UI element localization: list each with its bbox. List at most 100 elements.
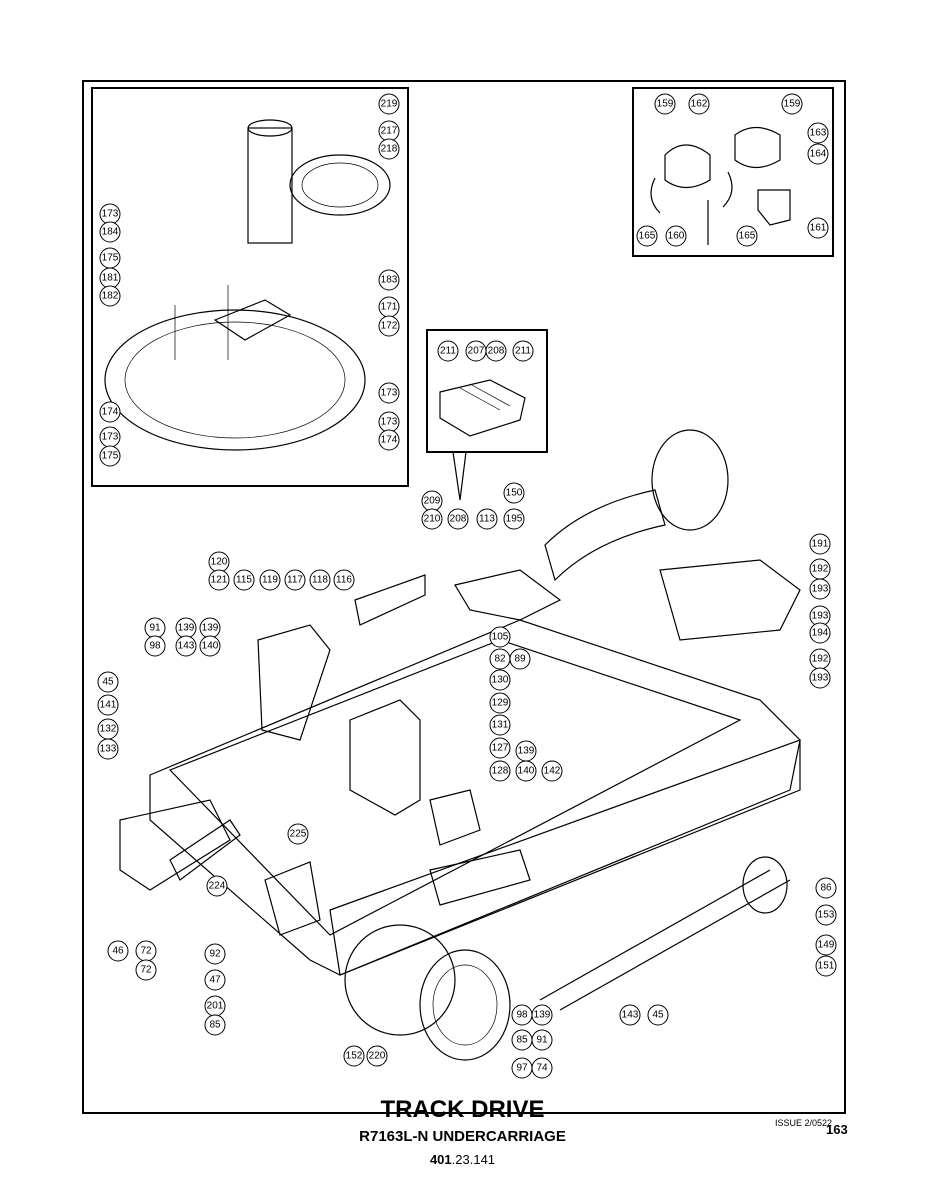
callout-label: 183	[381, 275, 398, 286]
callout-label: 140	[202, 641, 219, 652]
callout-circle	[489, 626, 511, 648]
callout-165: 165	[636, 225, 658, 247]
callout-72: 72	[135, 940, 157, 962]
callout-label: 211	[440, 346, 456, 357]
callout-label: 92	[209, 949, 221, 960]
callout-circle	[485, 340, 507, 362]
callout-label: 201	[207, 1001, 224, 1012]
callout-72: 72	[135, 959, 157, 981]
callout-173: 173	[378, 382, 400, 404]
callout-140: 140	[199, 635, 221, 657]
callout-159: 159	[654, 93, 676, 115]
callout-label: 139	[178, 623, 195, 634]
callout-152: 152	[343, 1045, 365, 1067]
callout-label: 173	[102, 209, 119, 220]
callout-label: 143	[178, 641, 195, 652]
callout-207: 207	[465, 340, 487, 362]
callout-circle	[366, 1045, 388, 1067]
callout-82: 82	[489, 648, 511, 670]
callout-45: 45	[647, 1004, 669, 1026]
callout-label: 151	[818, 961, 835, 972]
callout-115: 115	[233, 569, 255, 591]
callout-192: 192	[809, 558, 831, 580]
callout-label: 115	[236, 575, 252, 586]
callout-173: 173	[378, 411, 400, 433]
callout-210: 210	[421, 508, 443, 530]
callout-label: 98	[516, 1010, 528, 1021]
callout-circle	[509, 648, 531, 670]
callout-label: 140	[518, 766, 535, 777]
callout-label: 165	[739, 231, 756, 242]
callout-195: 195	[503, 508, 525, 530]
callout-174: 174	[99, 401, 121, 423]
callout-label: 193	[812, 673, 829, 684]
callout-label: 159	[784, 99, 801, 110]
callout-label: 130	[492, 675, 509, 686]
callout-139: 139	[515, 740, 537, 762]
callout-161: 161	[807, 217, 829, 239]
callout-175: 175	[99, 247, 121, 269]
callout-209: 209	[421, 490, 443, 512]
callout-label: 113	[479, 514, 495, 525]
callout-label: 82	[494, 654, 506, 665]
callout-164: 164	[807, 143, 829, 165]
callout-label: 150	[506, 488, 523, 499]
callout-139: 139	[531, 1004, 553, 1026]
callout-label: 85	[516, 1035, 528, 1046]
callout-label: 181	[102, 273, 119, 284]
callout-191: 191	[809, 533, 831, 555]
callout-162: 162	[688, 93, 710, 115]
callout-131: 131	[489, 714, 511, 736]
callout-circle	[208, 569, 230, 591]
callout-circle	[489, 737, 511, 759]
callout-label: 139	[534, 1010, 551, 1021]
callout-label: 173	[381, 388, 398, 399]
callout-label: 152	[346, 1051, 363, 1062]
reference-number-rest: .23.141	[451, 1152, 496, 1167]
callout-74: 74	[531, 1057, 553, 1079]
swivel-detail-inset	[91, 87, 409, 487]
callout-circle	[199, 635, 221, 657]
callout-label: 121	[211, 575, 228, 586]
callout-circle	[378, 315, 400, 337]
callout-133: 133	[97, 738, 119, 760]
callout-label: 208	[450, 514, 467, 525]
callout-circle	[343, 1045, 365, 1067]
callout-label: 211	[515, 346, 531, 357]
track-chain-art	[539, 856, 791, 1011]
callout-194: 194	[809, 622, 831, 644]
callout-circle	[647, 1004, 669, 1026]
callout-label: 161	[810, 223, 827, 234]
callout-circle	[619, 1004, 641, 1026]
callout-circle	[284, 569, 306, 591]
callout-circle	[515, 760, 537, 782]
callout-circle	[531, 1029, 553, 1051]
callout-211: 211	[437, 340, 459, 362]
callout-label: 193	[812, 584, 829, 595]
callout-circle	[489, 692, 511, 714]
callout-173: 173	[99, 203, 121, 225]
callout-225: 225	[287, 823, 309, 845]
callout-label: 131	[492, 720, 509, 731]
callout-label: 159	[657, 99, 674, 110]
callout-label: 193	[812, 611, 829, 622]
callout-label: 119	[262, 575, 278, 586]
callout-163: 163	[807, 122, 829, 144]
callout-label: 117	[287, 575, 303, 586]
callout-label: 133	[100, 744, 117, 755]
callout-143: 143	[175, 635, 197, 657]
callout-159: 159	[781, 93, 803, 115]
callout-118: 118	[309, 569, 331, 591]
callout-label: 153	[818, 910, 835, 921]
callout-circle	[807, 217, 829, 239]
callout-174: 174	[378, 429, 400, 451]
callout-label: 85	[209, 1020, 221, 1031]
callout-label: 98	[149, 641, 161, 652]
callout-circle	[175, 635, 197, 657]
lock-detail-inset	[632, 87, 834, 257]
callout-circle	[99, 401, 121, 423]
callout-circle	[97, 694, 119, 716]
callout-circle	[437, 340, 459, 362]
callout-120: 120	[208, 551, 230, 573]
callout-circle	[476, 508, 498, 530]
